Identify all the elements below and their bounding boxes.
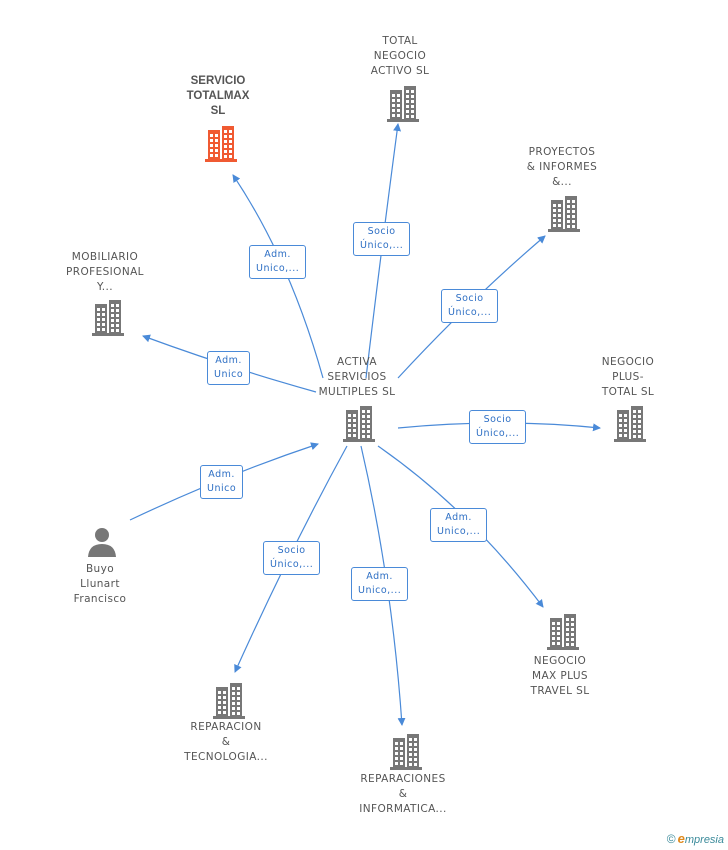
copyright-symbol: ©: [666, 832, 676, 846]
person-icon[interactable]: [87, 527, 117, 557]
node-label-reparacion-tec[interactable]: REPARACION & TECNOLOGIA...: [184, 721, 268, 763]
activa-building-icon[interactable]: [343, 406, 375, 442]
edge-label-from-buyo[interactable]: Adm. Unico: [200, 465, 244, 499]
proyectos-building-icon[interactable]: [548, 196, 580, 232]
reparacion-tec-building-icon[interactable]: [213, 683, 245, 719]
edge-label-to-reparacion-tec[interactable]: Socio Único,...: [263, 541, 321, 575]
edge-label-to-total-negocio[interactable]: Socio Único,...: [353, 222, 411, 256]
edge-label-to-mobiliario[interactable]: Adm. Unico: [207, 351, 251, 385]
node-label-mobiliario[interactable]: MOBILIARIO PROFESIONAL Y...: [66, 251, 144, 293]
total-negocio-building-icon[interactable]: [387, 86, 419, 122]
footer-brand: ©empresia: [667, 831, 724, 846]
node-label-negocio-plus[interactable]: NEGOCIO PLUS- TOTAL SL: [601, 356, 655, 398]
node-label-reparaciones-inf[interactable]: REPARACIONES & INFORMATICA...: [359, 773, 447, 815]
negocio-max-building-icon[interactable]: [547, 614, 579, 650]
edge-label-to-negocio-plus[interactable]: Socio Único,...: [469, 410, 527, 444]
edge-label-to-servicio[interactable]: Adm. Unico,...: [249, 245, 307, 279]
servicio-building-icon[interactable]: [205, 126, 237, 162]
mobiliario-building-icon[interactable]: [92, 300, 124, 336]
negocio-plus-building-icon[interactable]: [614, 406, 646, 442]
reparaciones-inf-building-icon[interactable]: [390, 734, 422, 770]
edge-label-to-reparaciones-inf[interactable]: Adm. Unico,...: [351, 567, 409, 601]
brand-name: mpresia: [684, 834, 724, 846]
edge-label-to-negocio-max[interactable]: Adm. Unico,...: [430, 508, 488, 542]
edge-label-to-proyectos[interactable]: Socio Único,...: [441, 289, 499, 323]
node-label-activa[interactable]: ACTIVA SERVICIOS MULTIPLES SL: [318, 356, 396, 398]
node-label-buyo[interactable]: Buyo Llunart Francisco: [73, 563, 127, 605]
node-label-total-negocio[interactable]: TOTAL NEGOCIO ACTIVO SL: [370, 35, 430, 77]
node-label-servicio[interactable]: SERVICIO TOTALMAX SL: [186, 75, 250, 117]
brand-logo-initial: e: [677, 831, 685, 846]
node-label-negocio-max[interactable]: NEGOCIO MAX PLUS TRAVEL SL: [530, 655, 590, 697]
node-label-proyectos[interactable]: PROYECTOS & INFORMES &...: [526, 146, 598, 188]
